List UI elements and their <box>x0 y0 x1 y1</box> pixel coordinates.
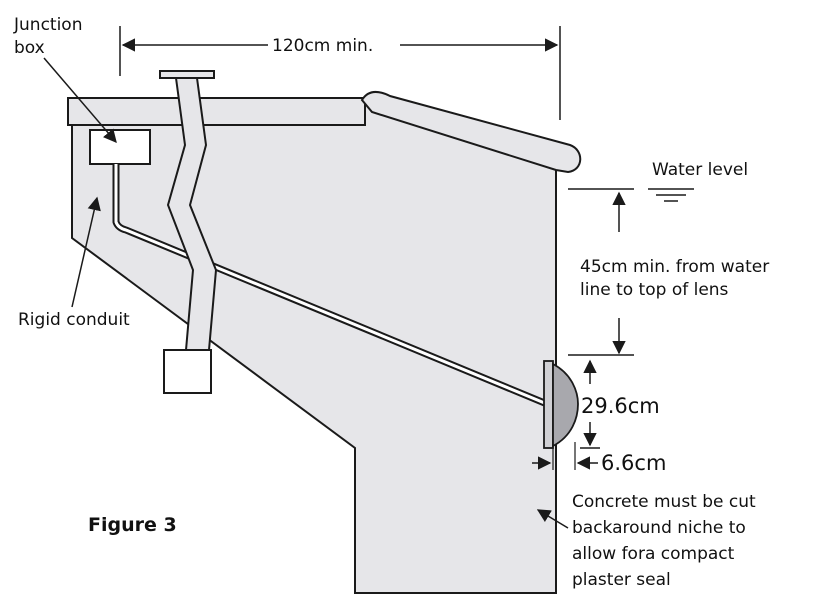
pipe-base-box <box>163 349 212 394</box>
light-niche-flange <box>543 360 554 449</box>
lens-depth-label: 6.6cm <box>601 451 666 475</box>
figure-title: Figure 3 <box>88 514 177 536</box>
junction-box-label-line1: Junction <box>13 15 82 35</box>
rigid-conduit-leader <box>71 196 101 308</box>
deck-slab <box>67 97 366 126</box>
depth-note-line2: line to top of lens <box>580 280 729 300</box>
pool-coping <box>360 90 582 174</box>
concrete-note-line1: Concrete must be cut <box>572 492 756 512</box>
concrete-note-leader <box>536 509 569 529</box>
concrete-note-line4: plaster seal <box>572 570 671 590</box>
junction-box-leader <box>43 57 117 144</box>
light-lens <box>552 362 579 448</box>
concrete-note-line2: backaround niche to <box>572 518 746 538</box>
dim-top-label: 120cm min. <box>272 36 373 56</box>
lens-height-label: 29.6cm <box>581 394 660 418</box>
junction-box-label-line2: box <box>14 38 45 58</box>
rigid-conduit-label: Rigid conduit <box>18 310 130 330</box>
depth-note-line1: 45cm min. from water <box>580 257 769 277</box>
junction-box <box>89 129 151 165</box>
water-level-label: Water level <box>652 160 748 180</box>
concrete-note-line3: allow fora compact <box>572 544 735 564</box>
pipe-cap <box>159 70 215 79</box>
